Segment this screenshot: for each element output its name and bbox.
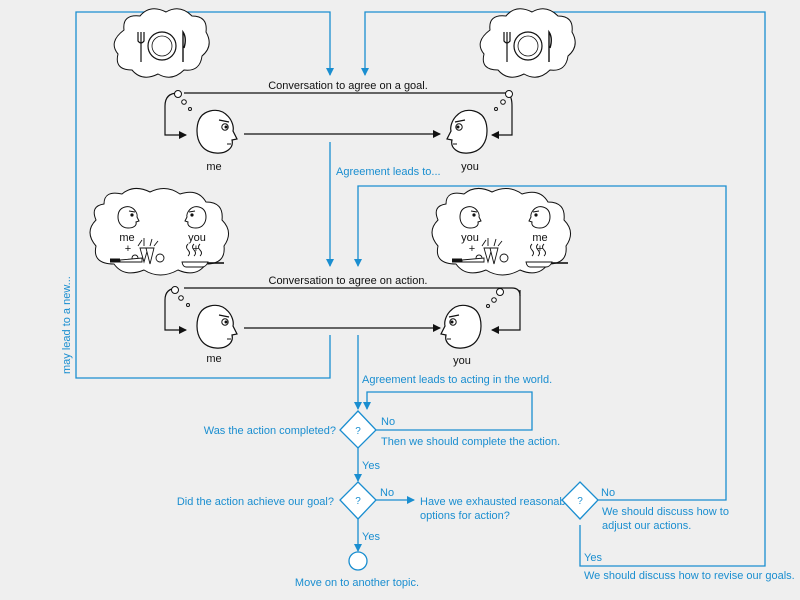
end-text: Move on to another topic.: [295, 577, 419, 589]
decision-symbol: ?: [355, 496, 361, 507]
decision-diamond: [339, 481, 377, 520]
decision-completed: ? Was the action completed? No Then we s…: [204, 410, 560, 472]
may-lead-to-new-label: may lead to a new...: [61, 276, 73, 374]
decision-exhausted-no-text-line2: adjust our actions.: [602, 520, 691, 532]
plus-icon: +: [469, 243, 475, 255]
action-thought-right-you: you: [461, 232, 479, 244]
agreement-leads-to-label: Agreement leads to...: [336, 166, 441, 178]
action-thought-left-you: you: [188, 232, 206, 244]
decision-diamond: [339, 410, 377, 449]
action-person-left: me: [206, 353, 221, 365]
you-head-icon: [447, 110, 487, 153]
action-person-right: you: [453, 355, 471, 367]
action-title: Conversation to agree on action.: [269, 275, 428, 287]
agreement-leads-to-acting-label: Agreement leads to acting in the world.: [362, 374, 552, 386]
goal-person-right: you: [461, 161, 479, 173]
goal-person-left: me: [206, 161, 221, 173]
action-thought-right-me: me: [532, 232, 547, 244]
me-head-icon: [196, 109, 238, 154]
decision-diamond: [561, 481, 599, 520]
goal-conversation: Conversation to agree on a goal. me you: [113, 8, 576, 173]
decision-achieved: ? Did the action achieve our goal? No Ye…: [177, 481, 394, 543]
goal-title: Conversation to agree on a goal.: [268, 80, 428, 92]
decision-exhausted-yes-text: We should discuss how to revise our goal…: [584, 570, 795, 582]
decision-symbol: ?: [577, 496, 583, 507]
plus-icon: +: [193, 243, 199, 255]
decision-completed-no-text: Then we should complete the action.: [381, 436, 560, 448]
decision-completed-question: Was the action completed?: [204, 425, 336, 437]
decision-exhausted-no-text-line1: We should discuss how to: [602, 506, 729, 518]
end-node: Move on to another topic.: [295, 551, 419, 589]
decision-exhausted-yes-label: Yes: [584, 552, 602, 564]
decision-exhausted: Have we exhausted reasonable options for…: [420, 481, 795, 582]
plus-icon: +: [125, 243, 131, 255]
me-head-icon: [196, 304, 238, 349]
decision-achieved-no-label: No: [380, 487, 394, 499]
decision-symbol: ?: [355, 426, 361, 437]
plus-icon: +: [537, 243, 543, 255]
decision-exhausted-question-line1: Have we exhausted reasonable: [420, 496, 574, 508]
decision-exhausted-question-line2: options for action?: [420, 510, 510, 522]
flow-connectors: [75, 11, 766, 567]
action-conversation: me you + + you me + + Conversation to ag…: [89, 188, 571, 367]
decision-exhausted-no-label: No: [601, 487, 615, 499]
end-circle: [348, 551, 368, 571]
decision-completed-yes-label: Yes: [362, 460, 380, 472]
decision-achieved-question: Did the action achieve our goal?: [177, 496, 334, 508]
you-head-icon: [441, 305, 481, 348]
action-thought-left-me: me: [119, 232, 134, 244]
decision-completed-no-label: No: [381, 416, 395, 428]
decision-achieved-yes-label: Yes: [362, 531, 380, 543]
